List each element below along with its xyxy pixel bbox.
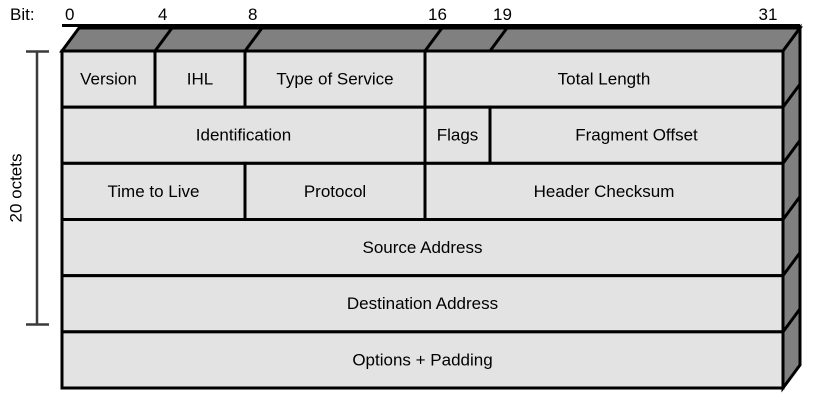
header-field[interactable]: Header Checksum <box>423 161 785 221</box>
header-field-label: Fragment Offset <box>575 126 698 145</box>
header-rows: Version IHL Type of Service Total LengthIde… <box>60 49 785 390</box>
header-field-box[interactable] <box>243 161 427 221</box>
header-field[interactable]: Protocol <box>243 161 427 221</box>
bit-axis-label: Bit: <box>10 5 35 24</box>
bit-tick-label-19: 19 <box>493 5 512 24</box>
header-field-label: Protocol <box>304 182 366 201</box>
bit-tick-label-31: 31 <box>759 5 778 24</box>
header-field-label: Identification <box>196 126 291 145</box>
header-field[interactable]: Options + Padding <box>60 330 785 390</box>
side-face-tick-row-1 <box>781 83 802 109</box>
header-row: Source Address <box>60 218 785 278</box>
top-face-tick-bit-16 <box>423 27 444 52</box>
side-face-tick-row-3 <box>781 195 802 221</box>
bit-tick-label-0: 0 <box>65 5 74 24</box>
header-field[interactable]: Total Length <box>423 49 785 109</box>
header-field-label: IHL <box>187 70 213 89</box>
header-field[interactable]: Destination Address <box>60 274 785 334</box>
header-row: Destination Address <box>60 274 785 334</box>
header-field[interactable]: IHL <box>153 49 247 109</box>
header-field-label: Destination Address <box>347 294 498 313</box>
box-3d-faces <box>59 23 803 393</box>
header-field[interactable]: Identification <box>60 105 427 165</box>
header-row: Time to Live Protocol Header Checksum <box>60 161 785 221</box>
bit-tick-label-8: 8 <box>248 5 257 24</box>
header-field-box[interactable] <box>488 105 785 165</box>
header-field-label: Version <box>80 70 137 89</box>
header-field[interactable]: Version <box>60 49 157 109</box>
bit-tick-label-16: 16 <box>428 5 447 24</box>
header-field-label: Header Checksum <box>534 182 675 201</box>
side-face-tick-row-5 <box>781 307 802 333</box>
header-field-label: Time to Live <box>108 182 200 201</box>
size-bracket: 20 octets <box>6 50 49 326</box>
bit-axis: Bit: 0 4 8 16 19 31 <box>10 5 800 27</box>
header-field-label: Options + Padding <box>352 350 492 369</box>
bit-tick-label-4: 4 <box>158 5 167 24</box>
header-row: Version IHL Type of Service Total Length <box>60 49 785 109</box>
header-field-label: Source Address <box>362 238 482 257</box>
header-row: Options + Padding <box>60 330 785 390</box>
header-row: Identification Flags Fragment Offset <box>60 105 785 165</box>
header-field[interactable]: Type of Service <box>243 49 427 109</box>
header-field-box[interactable] <box>423 161 785 221</box>
side-face-tick-row-2 <box>781 139 802 165</box>
top-face-tick-bit-8 <box>243 27 264 52</box>
side-face-tick-row-4 <box>781 251 802 277</box>
header-field[interactable]: Fragment Offset <box>488 105 785 165</box>
header-field-label: Type of Service <box>276 70 393 89</box>
box-front-frame <box>60 49 785 390</box>
top-face-tick-bit-4 <box>153 27 174 52</box>
header-field-label: Total Length <box>558 70 651 89</box>
header-field-label: Flags <box>437 126 479 145</box>
header-field[interactable]: Source Address <box>60 218 785 278</box>
header-field[interactable]: Flags <box>423 105 492 165</box>
header-field[interactable]: Time to Live <box>60 161 247 221</box>
top-face-tick-bit-19 <box>488 27 509 52</box>
size-bracket-label: 20 octets <box>6 154 25 223</box>
box-top-face <box>59 26 803 53</box>
